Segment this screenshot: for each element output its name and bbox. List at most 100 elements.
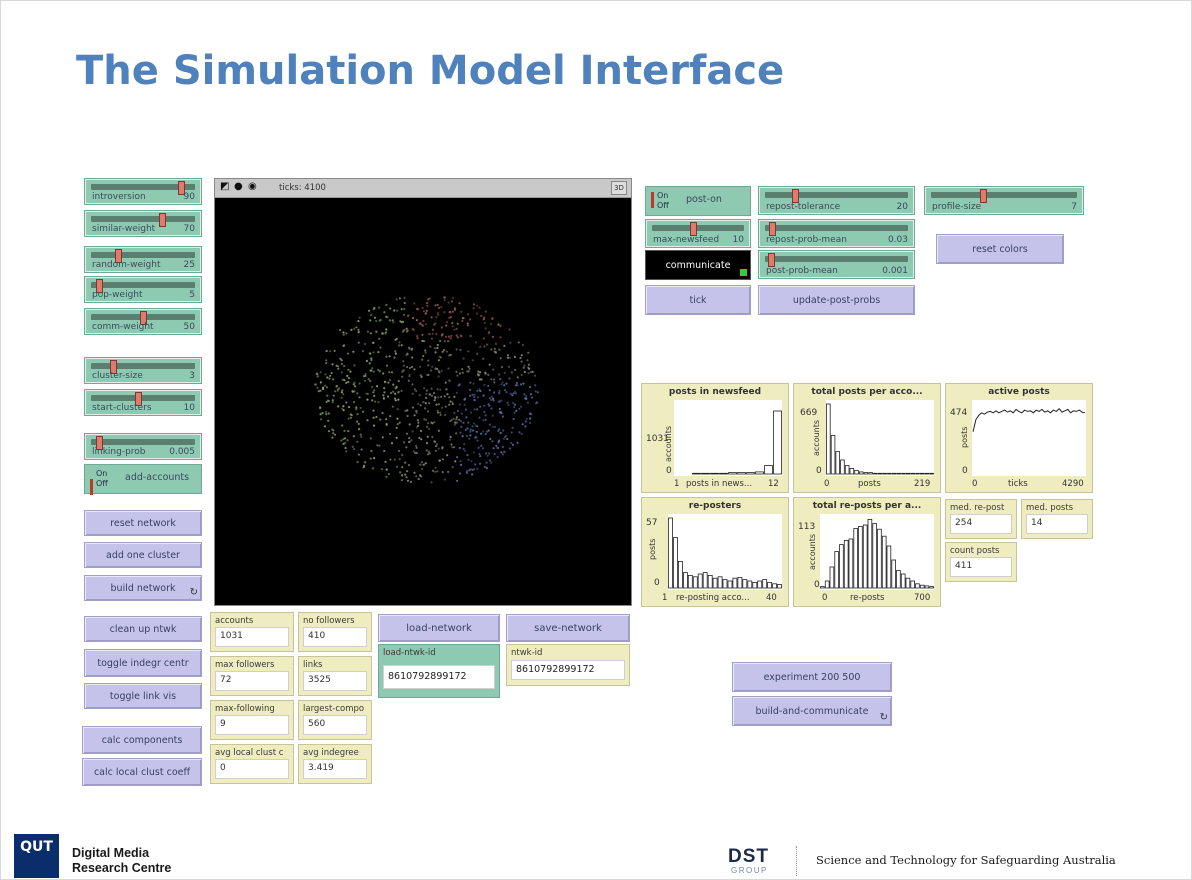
slider-knob[interactable] xyxy=(95,436,103,450)
slider-value: 50 xyxy=(183,322,195,332)
input-value[interactable]: 8610792899172 xyxy=(511,660,625,680)
slider-introversion[interactable]: introversion 90 xyxy=(84,178,202,205)
slider-cluster-size[interactable]: cluster-size 3 xyxy=(84,357,202,384)
network-node xyxy=(324,410,328,413)
slider-profile-size[interactable]: profile-size 7 xyxy=(924,186,1084,215)
experiment-button[interactable]: experiment 200 500 xyxy=(732,662,892,692)
slider-knob[interactable] xyxy=(134,392,142,406)
network-node xyxy=(402,441,406,444)
switch-post-on[interactable]: On Off post-on xyxy=(645,186,751,216)
network-node xyxy=(502,429,505,432)
slider-knob[interactable] xyxy=(139,311,147,325)
slider-random-weight[interactable]: random-weight 25 xyxy=(84,246,202,273)
slider-knob[interactable] xyxy=(95,279,103,293)
slider-knob[interactable] xyxy=(690,222,698,236)
histogram-bar xyxy=(777,584,782,589)
toggle-link-vis-button[interactable]: toggle link vis xyxy=(84,683,202,709)
network-node xyxy=(445,321,449,324)
network-node xyxy=(417,421,420,424)
network-node xyxy=(385,468,388,471)
calc-components-button[interactable]: calc components xyxy=(82,726,202,754)
monitor-value: 9 xyxy=(215,715,289,735)
slider-linking-prob[interactable]: linking-prob 0.005 xyxy=(84,433,202,460)
network-node xyxy=(453,328,456,331)
network-node xyxy=(488,397,492,400)
clean-up-ntwk-button[interactable]: clean up ntwk xyxy=(84,616,202,642)
network-node xyxy=(372,416,375,419)
compass-icon[interactable]: ◉ xyxy=(248,181,257,192)
input-value[interactable]: 8610792899172 xyxy=(383,665,495,689)
network-node xyxy=(382,372,385,375)
3d-button[interactable]: 3D xyxy=(611,181,627,195)
tick-button[interactable]: tick xyxy=(645,285,751,315)
slider-knob[interactable] xyxy=(110,360,118,374)
calc-local-clust-coeff-button[interactable]: calc local clust coeff xyxy=(82,758,202,786)
network-node xyxy=(459,420,463,423)
switch-add-accounts[interactable]: On Off add-accounts xyxy=(84,464,202,495)
network-node xyxy=(427,298,430,301)
load-network-button[interactable]: load-network xyxy=(378,614,500,642)
network-node xyxy=(419,463,422,466)
active-posts-line xyxy=(972,407,1086,432)
slider-pop-weight[interactable]: pop-weight 5 xyxy=(84,276,202,303)
network-node xyxy=(326,394,329,397)
network-node xyxy=(341,378,344,381)
network-node xyxy=(499,431,502,435)
slider-knob[interactable] xyxy=(769,222,777,236)
network-node xyxy=(383,380,386,383)
network-node xyxy=(478,388,481,391)
network-node xyxy=(487,384,490,388)
dmrc-name: Digital Media Research Centre xyxy=(72,846,171,876)
slider-repost-tolerance[interactable]: repost-tolerance 20 xyxy=(758,186,915,215)
world-view[interactable]: ◩ ● ◉ ticks: 4100 3D xyxy=(214,178,632,606)
slider-knob[interactable] xyxy=(767,253,775,267)
network-node xyxy=(324,373,327,376)
reset-network-button[interactable]: reset network xyxy=(84,510,202,536)
network-node xyxy=(434,449,437,452)
network-node xyxy=(346,374,349,377)
network-node xyxy=(476,396,479,399)
build-and-communicate-button[interactable]: build-and-communicate↻ xyxy=(732,696,892,726)
network-node xyxy=(447,470,450,473)
network-node xyxy=(504,435,507,439)
plot-xmax: 4290 xyxy=(1062,479,1084,489)
network-node xyxy=(530,413,533,416)
slider-start-clusters[interactable]: start-clusters 10 xyxy=(84,389,202,416)
network-node xyxy=(513,355,516,358)
network-node xyxy=(509,341,512,344)
histogram-bar xyxy=(682,572,688,589)
build-network-button[interactable]: build network↻ xyxy=(84,575,202,601)
slider-knob[interactable] xyxy=(178,181,186,195)
network-node xyxy=(416,334,419,337)
slider-knob[interactable] xyxy=(792,189,800,203)
edit-icon[interactable]: ◩ xyxy=(220,181,230,192)
network-node xyxy=(412,450,415,453)
update-post-probs-button[interactable]: update-post-probs xyxy=(758,285,915,315)
network-node xyxy=(456,336,459,339)
communicate-button[interactable]: communicate xyxy=(645,250,751,280)
toggle-indegr-centr-button[interactable]: toggle indegr centr xyxy=(84,649,202,677)
network-node xyxy=(521,423,524,426)
slider-similar-weight[interactable]: similar-weight 70 xyxy=(84,210,202,237)
network-node xyxy=(399,471,402,474)
reset-colors-button[interactable]: reset colors xyxy=(936,234,1064,264)
switch-lever xyxy=(90,479,93,495)
plot-total-posts-per-account: total posts per acco... 669 0 accounts 0… xyxy=(793,383,941,493)
slider-comm-weight[interactable]: comm-weight 50 xyxy=(84,308,202,335)
save-network-button[interactable]: save-network xyxy=(506,614,630,642)
slider-knob[interactable] xyxy=(115,249,123,263)
network-node xyxy=(392,383,395,386)
network-node xyxy=(456,421,459,424)
switch-states: On Off xyxy=(96,469,114,489)
info-icon[interactable]: ● xyxy=(234,181,243,192)
slider-knob[interactable] xyxy=(979,189,987,203)
slider-max-newsfeed[interactable]: max-newsfeed 10 xyxy=(645,219,751,248)
network-node xyxy=(441,458,444,461)
add-one-cluster-button[interactable]: add one cluster xyxy=(84,542,202,568)
slider-knob[interactable] xyxy=(158,213,166,227)
slider-repost-prob-mean[interactable]: repost-prob-mean 0.03 xyxy=(758,219,915,248)
slider-post-prob-mean[interactable]: post-prob-mean 0.001 xyxy=(758,250,915,279)
